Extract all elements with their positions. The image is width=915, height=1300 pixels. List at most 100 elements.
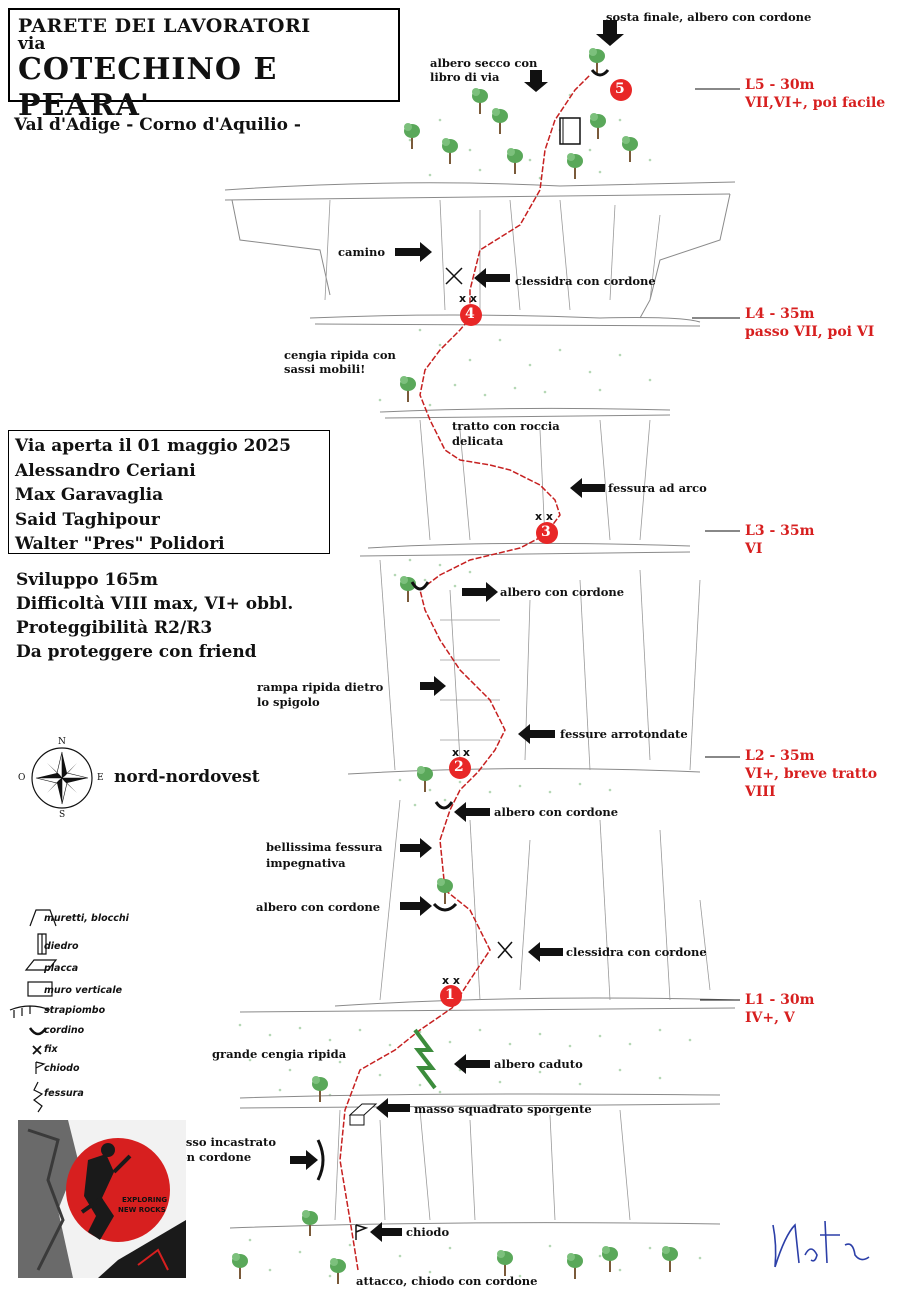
compass-rose-icon	[31, 747, 93, 809]
fessura-icon	[33, 1081, 44, 1113]
climber-name: Said Taghipour	[15, 509, 160, 530]
legend-item: diedro	[44, 941, 79, 952]
rock-faces	[324, 199, 711, 1221]
legend-item: fix	[44, 1044, 58, 1055]
annotation-cengia-ripida: cengia ripida con	[284, 348, 396, 362]
annotation-albero-cordone: albero con cordone	[500, 585, 625, 599]
location-subtitle: Val d'Adige - Corno d'Aquilio -	[14, 115, 301, 135]
annotation-clessidra: clessidra con cordone	[515, 274, 656, 288]
annotation-chiodo: chiodo	[406, 1225, 450, 1239]
book-icon	[559, 117, 581, 145]
opening-date: Via aperta il 01 maggio 2025	[15, 436, 291, 456]
route-stats: Sviluppo 165m Difficoltà VIII max, VI+ o…	[16, 568, 293, 664]
annotation-cengia-ripida: sassi mobili!	[284, 362, 366, 376]
annotation-clessidra: clessidra con cordone	[566, 945, 707, 959]
annotation-fessura-arco: fessura ad arco	[608, 481, 707, 495]
masso-icon	[348, 1103, 378, 1126]
chiodo-legend-icon	[35, 1061, 46, 1074]
belay-number: 3	[541, 524, 551, 540]
diedro-icon	[37, 933, 47, 955]
annotation-fessure-arrotondate: fessure arrotondate	[560, 727, 688, 741]
climber-name: Alessandro Ceriani	[15, 460, 196, 481]
annotation-albero-caduto: albero caduto	[494, 1057, 583, 1071]
svg-text:x x: x x	[452, 746, 470, 759]
compass-s: S	[59, 810, 66, 820]
placca-icon	[24, 959, 58, 971]
belay-number: 1	[445, 987, 455, 1003]
sasso-icon	[316, 1139, 325, 1181]
annotation-bellissima-fessura: bellissima fessura	[266, 840, 383, 854]
annotation-grande-cengia: grande cengia ripida	[212, 1047, 347, 1061]
legend-item: placca	[44, 963, 79, 974]
pitch-l5: L5 - 30m VII,VI+, poi facile	[745, 77, 886, 111]
legend-icons	[9, 909, 58, 1113]
fix-marks: x x x x x x x x	[442, 292, 553, 987]
annotation-masso: masso squadrato sporgente	[414, 1102, 592, 1116]
pointer-arrows	[290, 20, 624, 1242]
annotation-roccia-delicata: tratto con roccia	[452, 419, 560, 433]
svg-text:x x: x x	[442, 974, 460, 987]
annotation-bellissima-fessura: impegnativa	[266, 856, 346, 870]
chiodo-icon	[355, 1224, 369, 1240]
annotation-sosta-finale: sosta finale, albero con cordone	[606, 10, 812, 24]
stat-friends: Da proteggere con friend	[16, 642, 257, 662]
stat-difficulty: Difficoltà VIII max, VI+ obbl.	[16, 594, 294, 614]
legend-item: muretti, blocchi	[44, 913, 129, 924]
legend-item: fessura	[44, 1088, 84, 1099]
strapiombo-icon	[9, 1005, 51, 1018]
exploring-new-rocks-logo: EXPLORING NEW ROCKS	[18, 1120, 186, 1278]
annotation-albero-secco: albero secco con	[430, 56, 538, 70]
orientation-label: nord-nordovest	[114, 767, 260, 787]
pitch-l4: L4 - 35m passo VII, poi VI	[745, 306, 875, 340]
logo-text: NEW ROCKS	[118, 1206, 166, 1214]
compass-e: E	[97, 773, 104, 783]
logo-text: EXPLORING	[122, 1196, 168, 1204]
annotation-albero-cordone: albero con cordone	[494, 805, 619, 819]
legend-item: strapiombo	[44, 1005, 106, 1016]
climber-name: Walter "Pres" Polidori	[15, 534, 225, 554]
muro-icon	[27, 981, 53, 997]
cordino-marks	[410, 69, 610, 912]
muretti-icon	[29, 909, 57, 927]
first-ascent-box: Via aperta il 01 maggio 2025 Alessandro …	[8, 430, 330, 554]
trees	[231, 47, 679, 1285]
annotation-roccia-delicata: delicata	[452, 434, 504, 448]
svg-text:x x: x x	[535, 510, 553, 523]
clessidra-icon	[445, 267, 513, 959]
pitch-l1: L1 - 30m IV+, V	[745, 992, 815, 1026]
fix-icon	[32, 1045, 42, 1055]
signature-icon	[772, 1220, 870, 1268]
route-name: COTECHINO E PEARA'	[18, 52, 278, 123]
legend-item: cordino	[44, 1025, 85, 1036]
fallen-tree-icon	[413, 1028, 437, 1090]
belay-number: 2	[454, 759, 464, 775]
annotation-albero-secco: libro di via	[430, 70, 500, 84]
annotation-rampa: rampa ripida dietro	[257, 680, 384, 694]
annotation-rampa: lo spigolo	[257, 695, 320, 709]
compass-o: O	[18, 773, 26, 783]
wall-title: PARETE DEI LAVORATORI	[18, 15, 311, 37]
annotation-attacco: attacco, chiodo con cordone	[356, 1274, 538, 1288]
pitch-dividers	[692, 88, 740, 1001]
stat-protection: Proteggibilità R2/R3	[16, 618, 213, 638]
title-box: PARETE DEI LAVORATORI via COTECHINO E PE…	[8, 8, 400, 123]
belay-stations	[440, 79, 632, 1007]
annotation-albero-cordone: albero con cordone	[256, 900, 381, 914]
legend-item: chiodo	[44, 1063, 80, 1074]
stat-length: Sviluppo 165m	[16, 570, 158, 590]
belay-number: 5	[615, 81, 625, 97]
annotation-sasso-incastrato: sasso incastrato	[172, 1135, 277, 1149]
rock-ledges	[224, 181, 736, 1229]
annotation-sasso-incastrato: con cordone	[172, 1150, 252, 1164]
compass-n: N	[58, 737, 66, 747]
via-label: via	[18, 34, 46, 54]
climber-name: Max Garavaglia	[15, 485, 164, 505]
cordino-icon	[28, 1027, 48, 1036]
annotation-camino: camino	[338, 245, 386, 259]
belay-number: 4	[465, 306, 475, 322]
pitch-l3: L3 - 35m VI	[745, 523, 815, 557]
svg-text:x x: x x	[459, 292, 477, 305]
pitch-l2: L2 - 35m VI+, breve tratto VIII	[745, 748, 878, 800]
legend-item: muro verticale	[44, 985, 123, 996]
